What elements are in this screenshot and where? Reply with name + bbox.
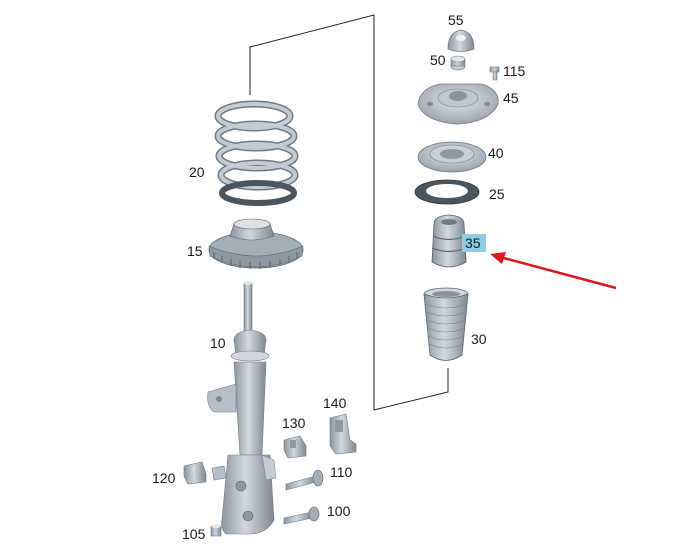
part-35-bump-stop xyxy=(431,214,467,268)
label-50: 50 xyxy=(430,52,446,68)
part-10-strut xyxy=(207,281,277,535)
label-120: 120 xyxy=(152,470,176,486)
part-50-nut xyxy=(450,55,466,71)
part-20-coil-spring xyxy=(214,100,299,206)
part-120-clip xyxy=(183,461,227,485)
label-110: 110 xyxy=(330,464,353,480)
part-55-cap xyxy=(447,29,475,52)
assembly-bracket-line xyxy=(249,14,449,411)
highlight-35-box xyxy=(462,234,486,252)
label-25: 25 xyxy=(489,186,505,202)
part-30-dust-boot xyxy=(423,287,469,361)
part-115-bolt xyxy=(489,66,500,81)
part-25-ring xyxy=(414,179,480,205)
part-45-top-mount xyxy=(417,83,499,125)
part-140-bracket xyxy=(329,413,357,455)
label-55: 55 xyxy=(448,12,464,28)
label-10: 10 xyxy=(210,335,226,351)
part-15-spring-seat xyxy=(208,218,304,269)
red-arrow-pointer xyxy=(490,252,617,290)
part-130-clip xyxy=(283,435,307,459)
label-15: 15 xyxy=(187,243,203,259)
label-30: 30 xyxy=(471,331,487,347)
label-100: 100 xyxy=(327,503,351,519)
part-100-bolt xyxy=(283,506,320,525)
label-140: 140 xyxy=(323,395,347,411)
label-20: 20 xyxy=(189,164,205,180)
label-130: 130 xyxy=(282,415,306,431)
label-40: 40 xyxy=(488,145,504,161)
part-105-nut xyxy=(210,524,222,537)
label-105: 105 xyxy=(182,526,206,542)
label-115: 115 xyxy=(503,63,526,79)
label-45: 45 xyxy=(503,90,519,106)
label-35: 35 xyxy=(465,235,481,251)
part-110-bolt xyxy=(285,469,324,491)
part-40-bearing xyxy=(417,141,487,173)
